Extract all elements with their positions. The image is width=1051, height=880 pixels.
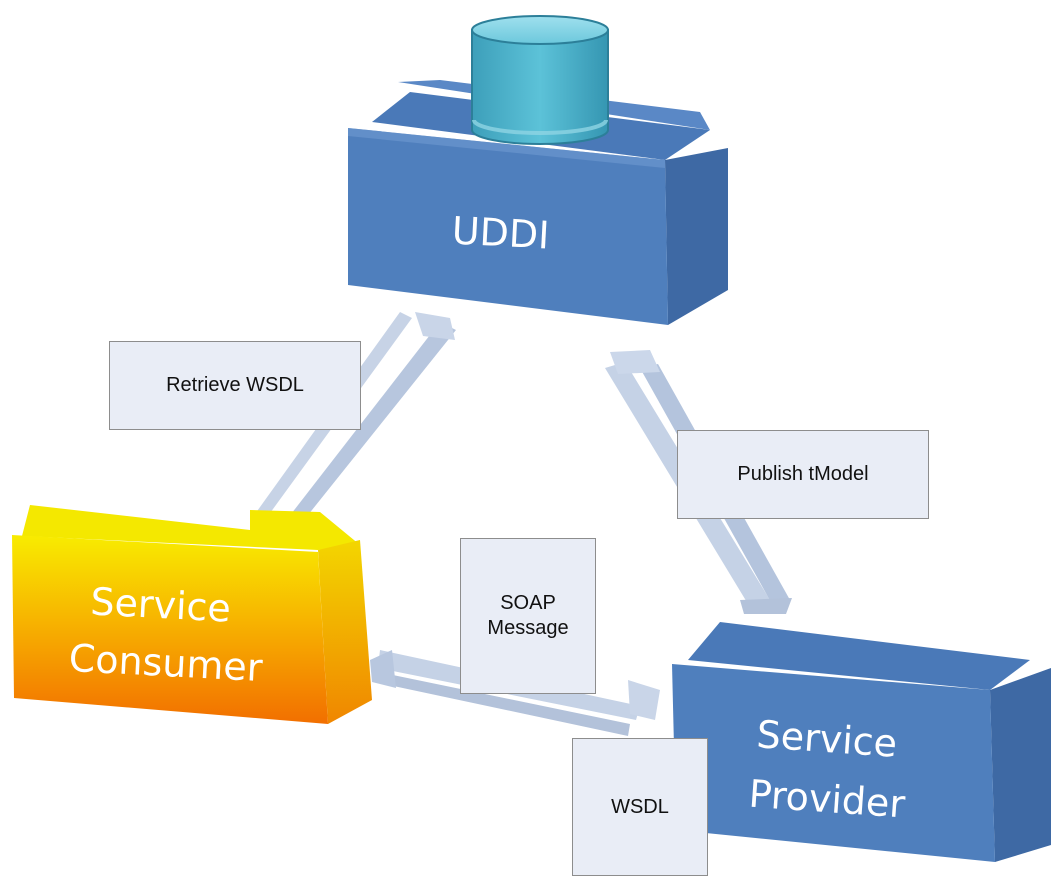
note-soap-message-line1: SOAP — [500, 592, 556, 614]
note-publish-tmodel: Publish tModel — [677, 430, 929, 519]
note-publish-tmodel-text: Publish tModel — [737, 463, 869, 485]
consumer-label-line1: Service — [89, 579, 232, 630]
provider-label-line2: Provider — [747, 772, 907, 827]
note-soap-message: SOAP Message — [460, 538, 596, 694]
provider-label-line1: Service — [755, 712, 898, 766]
database-icon — [471, 15, 609, 145]
note-retrieve-wsdl: Retrieve WSDL — [109, 341, 361, 430]
note-soap-message-line2: Message — [487, 617, 569, 639]
note-wsdl-text: WSDL — [611, 795, 669, 818]
note-wsdl: WSDL — [572, 738, 708, 876]
uddi-label: UDDI — [451, 208, 551, 257]
consumer-label-line2: Consumer — [68, 636, 264, 690]
note-retrieve-wsdl-text: Retrieve WSDL — [166, 374, 304, 396]
service-provider-node: Service Provider — [672, 622, 1051, 862]
service-consumer-node: Service Consumer — [12, 505, 372, 724]
